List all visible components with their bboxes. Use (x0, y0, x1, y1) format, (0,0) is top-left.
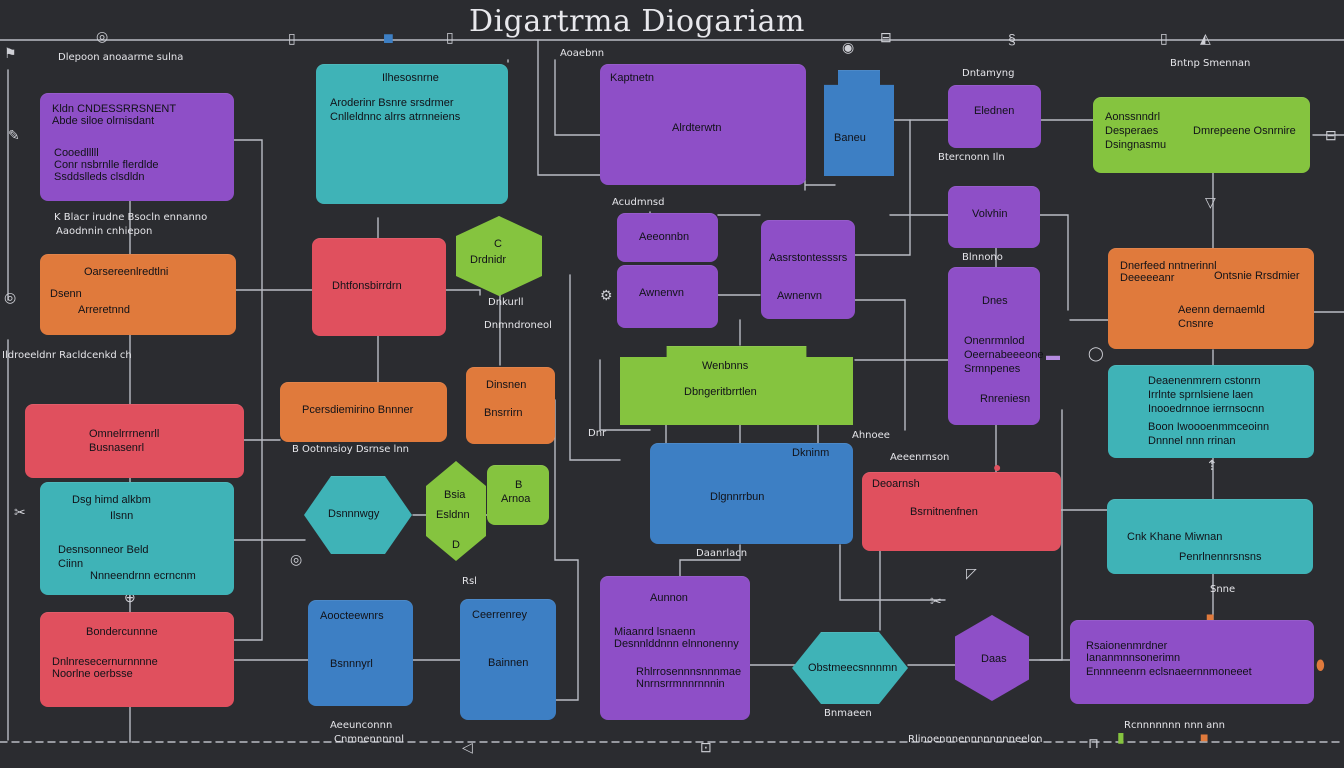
node-green-center[interactable]: Wenbnns Dbngeritbrrtlen (620, 346, 853, 425)
node-blue-bottom-b[interactable]: Ceerrenrey Bainnen (460, 599, 556, 720)
label-mid-c: Ahnoee (852, 430, 890, 441)
node-teal-hexagon[interactable]: Dsnnnwgy (304, 476, 412, 554)
node-red-center-left[interactable]: Dhtfonsbirrdrn (312, 238, 446, 336)
label-center-b: Dnmndroneol (484, 320, 552, 331)
label-left-c: Ildroeeldnr Racldcenkd ch (2, 350, 132, 361)
hook-icon: § (1008, 31, 1016, 47)
label-bottom-b: Cnmnennnnnl (334, 734, 405, 745)
node-red-right[interactable]: Deoarnsh Bsrnitnenfnen (862, 472, 1061, 551)
node-green-top-right[interactable]: Aonssnndrl Desperaes Dsingnasmu Dmrepeen… (1093, 97, 1310, 173)
node-blue-center[interactable]: Dkninm Dlgnnrrbun (650, 443, 853, 544)
node-teal-left[interactable]: Dsg himd alkbm Ilsnn Desnsonneor Beld Ci… (40, 482, 234, 595)
node-blue-tag[interactable]: Baneu (824, 70, 894, 176)
flag-icon: ⚑ (4, 45, 17, 61)
label-bottom-e: Rcnnnnnnn nnn ann (1124, 720, 1225, 731)
node-purple-bottom-center[interactable]: Aunnon Miaanrd lsnaenn Desnnlddnnn elnno… (600, 576, 750, 720)
clip-icon: ⊕ (124, 589, 136, 605)
node-blue-bottom-a[interactable]: Aoocteewnrs Bsnnnyrl (308, 600, 413, 706)
node-purple-small-top[interactable]: Elednen (948, 85, 1041, 148)
label-right-c: Aeeenrnson (890, 452, 950, 463)
node-green-small[interactable]: B Arnoa (487, 465, 549, 525)
tube-icon: ⊓ (1088, 735, 1099, 751)
node-red-left[interactable]: Omnelrrrnenrll Busnasenrl (25, 404, 244, 478)
label-mid-d: Daanrlacn (696, 548, 748, 559)
node-purple-mid-c[interactable]: Aasrstontesssrs Awnenvn (761, 220, 855, 319)
target-icon: ◎ (96, 28, 109, 44)
node-purple-tall-right[interactable]: Dnes Onenrmnlod Oeernabeeeone Srmnpenes … (948, 267, 1044, 425)
ring-icon: ◎ (4, 289, 17, 305)
gear-icon: ⚙ (600, 287, 613, 303)
pliers-icon: ✂ (930, 593, 942, 609)
phone-icon: ▯ (446, 29, 454, 45)
node-dot-icon: ◎ (290, 551, 303, 567)
label-top-left: Dlepoon anoaarme sulna (58, 52, 184, 63)
label-top-right-a: Dntamyng (962, 68, 1015, 79)
node-teal-lower-right[interactable]: Cnk Khane Miwnan Penrlnennrsnsns (1107, 499, 1313, 574)
node-purple-mid-b[interactable]: Awnenvn (617, 265, 718, 328)
node-purple-top-center[interactable]: Kaptnetn Alrdterwtn (600, 64, 806, 185)
hanger-icon: ▽ (1205, 194, 1216, 210)
up-arrow-icon: ⇡ (1206, 457, 1218, 473)
label-right-b: Blnnono (962, 252, 1003, 263)
red-led-icon: ● (993, 459, 1002, 475)
label-left-a: K Blacr irudne Bsocln ennanno (54, 212, 208, 223)
label-bottom-d: Rlinoennnennnnnnnneelon (908, 734, 1043, 745)
gauge-icon: ◉ (842, 39, 855, 55)
document-icon: ▯ (288, 30, 296, 46)
label-top-right-b: Bntnp Smennan (1170, 58, 1251, 69)
node-orange-small[interactable]: Dinsnen Bnsrrirn (466, 367, 555, 444)
node-teal-top[interactable]: Ilhesosnrne Aroderinr Bsnre srsdrmer Cnl… (316, 64, 508, 204)
node-purple-small-mid[interactable]: Volvhin (948, 186, 1040, 248)
node-purple-mid-a[interactable]: Aeeonnbn (617, 213, 718, 262)
label-bottom-c: Bnmaeen (824, 708, 872, 719)
label-center-d: Rsl (462, 576, 477, 587)
triangle-icon: ◁ (462, 739, 473, 755)
green-battery-icon: ▮ (1117, 729, 1125, 745)
pill-icon: ▬ (1046, 347, 1060, 363)
blue-square-icon: ■ (383, 28, 394, 48)
label-right-a: Btercnonn Iln (938, 152, 1005, 163)
probe-icon: ◯ (1088, 345, 1104, 361)
node-teal-right[interactable]: Deaenenmrern cstonrn Irrlnte sprnlsiene … (1108, 365, 1314, 458)
node-purple-top-left[interactable]: Kldn CNDESSRRSNENT Abde siloe olrnisdant… (40, 93, 234, 201)
scissors-icon: ✂ (14, 504, 26, 520)
label-mid-e: Aoaebnn (560, 48, 605, 59)
label-right-d: Snne (1210, 584, 1236, 595)
node-red-bottom-left[interactable]: Bondercunnne Dnlnresecernurnnnne Noorlne… (40, 612, 234, 707)
plug-icon: ⊟ (880, 29, 892, 45)
orange-battery-icon: ■ (1200, 729, 1209, 745)
label-left-b: Aaodnnin cnhiepon (56, 226, 153, 237)
pointer-icon: ◸ (966, 565, 977, 581)
label-mid-b: Dnr (588, 428, 607, 439)
label-center-a: Dnkurll (488, 297, 524, 308)
node-orange-left[interactable]: Oarsereenlredtlni Dsenn Arreretnnd (40, 254, 236, 335)
label-mid-a: Acudmnsd (612, 197, 665, 208)
label-center-c: B Ootnnsioy Dsrnse lnn (292, 444, 410, 455)
node-orange-center[interactable]: Pcersdiemirino Bnnner (280, 382, 447, 442)
egg-icon: ⬮ (1316, 657, 1325, 673)
cup-icon: ⊡ (700, 739, 712, 755)
socket-icon: ⊟ (1325, 127, 1337, 143)
wrench-icon: ✎ (8, 127, 20, 143)
node-orange-right[interactable]: Dnerfeed nntnerinnl Deeeeeanr Ontsnie Rr… (1108, 248, 1314, 349)
diagram-title: Digartrma Diogariam (469, 4, 805, 39)
funnel-icon: ◭ (1200, 30, 1211, 46)
label-bottom-a: Aeeunconnn (330, 720, 393, 731)
orange-led-icon: ■ (1206, 609, 1215, 625)
node-purple-bottom-right[interactable]: Rsaionenmrdner Iananmnnsonerimn Ennnneen… (1070, 620, 1314, 704)
tablet-icon: ▯ (1160, 30, 1168, 46)
